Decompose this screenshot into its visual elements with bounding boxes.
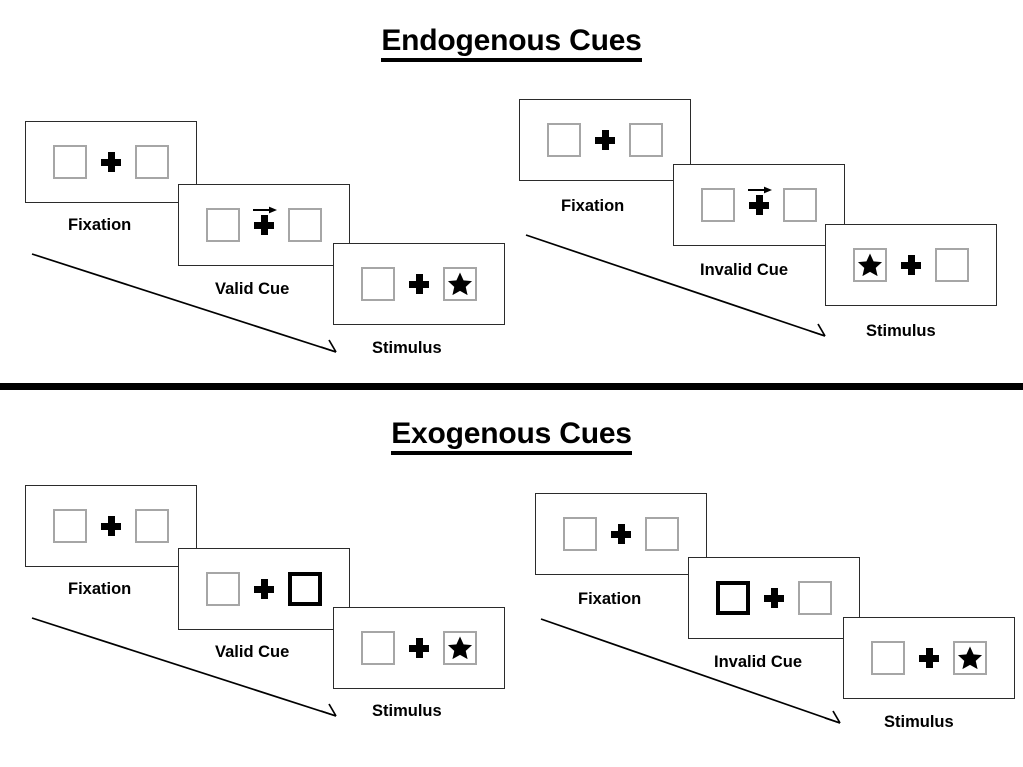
placeholder-box-right [783, 188, 817, 222]
section-title-endogenous: Endogenous Cues [0, 24, 1023, 62]
star-icon [447, 272, 473, 296]
plus-icon [409, 638, 429, 658]
section-divider [0, 383, 1023, 390]
placeholder-box-right-target [953, 641, 987, 675]
fixation-cross-wrap [764, 581, 784, 615]
plus-icon [254, 579, 274, 599]
panel-endogenous-valid-cue [178, 184, 350, 266]
panel-label-valid-cue: Valid Cue [215, 643, 290, 661]
plus-icon [611, 524, 631, 544]
placeholder-box-left [871, 641, 905, 675]
fixation-cross-wrap [919, 641, 939, 675]
panel-exogenous-valid-cue [178, 548, 350, 630]
plus-icon [254, 215, 274, 235]
panel-label-fixation: Fixation [578, 590, 642, 608]
placeholder-box-right-cued [288, 572, 322, 606]
placeholder-box-left [206, 208, 240, 242]
panel-label-fixation: Fixation [561, 197, 625, 215]
panel-endogenous-valid-stimulus [333, 243, 505, 325]
fixation-cross-wrap [748, 186, 772, 222]
placeholder-box-right [135, 145, 169, 179]
fixation-cross-wrap [253, 206, 277, 242]
placeholder-box-left [53, 145, 87, 179]
placeholder-box-left [547, 123, 581, 157]
plus-icon [919, 648, 939, 668]
panel-endogenous-invalid-stimulus [825, 224, 997, 306]
placeholder-box-right [288, 208, 322, 242]
fixation-cross-wrap [101, 145, 121, 179]
panel-label-invalid-cue: Invalid Cue [714, 653, 803, 671]
panel-exogenous-valid-fixation [25, 485, 197, 567]
fixation-cross-wrap [595, 123, 615, 157]
placeholder-box-left-target [853, 248, 887, 282]
arrow-right-icon [748, 186, 772, 194]
placeholder-box-right [629, 123, 663, 157]
plus-icon [101, 516, 121, 536]
arrow-right-icon [253, 206, 277, 214]
panel-label-stimulus: Stimulus [372, 702, 442, 720]
panel-label-fixation: Fixation [68, 216, 132, 234]
panel-exogenous-invalid-cue [688, 557, 860, 639]
placeholder-box-left [563, 517, 597, 551]
fixation-cross-wrap [409, 267, 429, 301]
placeholder-box-left [53, 509, 87, 543]
star-icon [957, 646, 983, 670]
plus-icon [409, 274, 429, 294]
placeholder-box-right [798, 581, 832, 615]
placeholder-box-right [135, 509, 169, 543]
panel-label-stimulus: Stimulus [372, 339, 442, 357]
panel-label-invalid-cue: Invalid Cue [700, 261, 789, 279]
panel-exogenous-invalid-stimulus [843, 617, 1015, 699]
section-title-exogenous-text: Exogenous Cues [391, 418, 632, 455]
placeholder-box-right-target [443, 267, 477, 301]
plus-icon [764, 588, 784, 608]
fixation-cross-wrap [611, 517, 631, 551]
panel-endogenous-valid-fixation [25, 121, 197, 203]
section-title-endogenous-text: Endogenous Cues [381, 25, 642, 62]
placeholder-box-right-target [443, 631, 477, 665]
star-icon [857, 253, 883, 277]
panel-label-stimulus: Stimulus [884, 713, 954, 731]
placeholder-box-left [206, 572, 240, 606]
placeholder-box-right [645, 517, 679, 551]
panel-exogenous-invalid-fixation [535, 493, 707, 575]
plus-icon [749, 195, 769, 215]
placeholder-box-left [361, 267, 395, 301]
panel-endogenous-invalid-fixation [519, 99, 691, 181]
section-title-exogenous: Exogenous Cues [0, 417, 1023, 455]
panel-label-fixation: Fixation [68, 580, 132, 598]
plus-icon [101, 152, 121, 172]
plus-icon [595, 130, 615, 150]
panel-endogenous-invalid-cue [673, 164, 845, 246]
fixation-cross-wrap [254, 572, 274, 606]
placeholder-box-left [701, 188, 735, 222]
plus-icon [901, 255, 921, 275]
time-flow-arrow-endogenous-invalid [525, 234, 826, 337]
placeholder-box-right [935, 248, 969, 282]
panel-exogenous-valid-stimulus [333, 607, 505, 689]
panel-label-stimulus: Stimulus [866, 322, 936, 340]
fixation-cross-wrap [101, 509, 121, 543]
fixation-cross-wrap [901, 248, 921, 282]
panel-label-valid-cue: Valid Cue [215, 280, 290, 298]
placeholder-box-left-cued [716, 581, 750, 615]
star-icon [447, 636, 473, 660]
placeholder-box-left [361, 631, 395, 665]
fixation-cross-wrap [409, 631, 429, 665]
